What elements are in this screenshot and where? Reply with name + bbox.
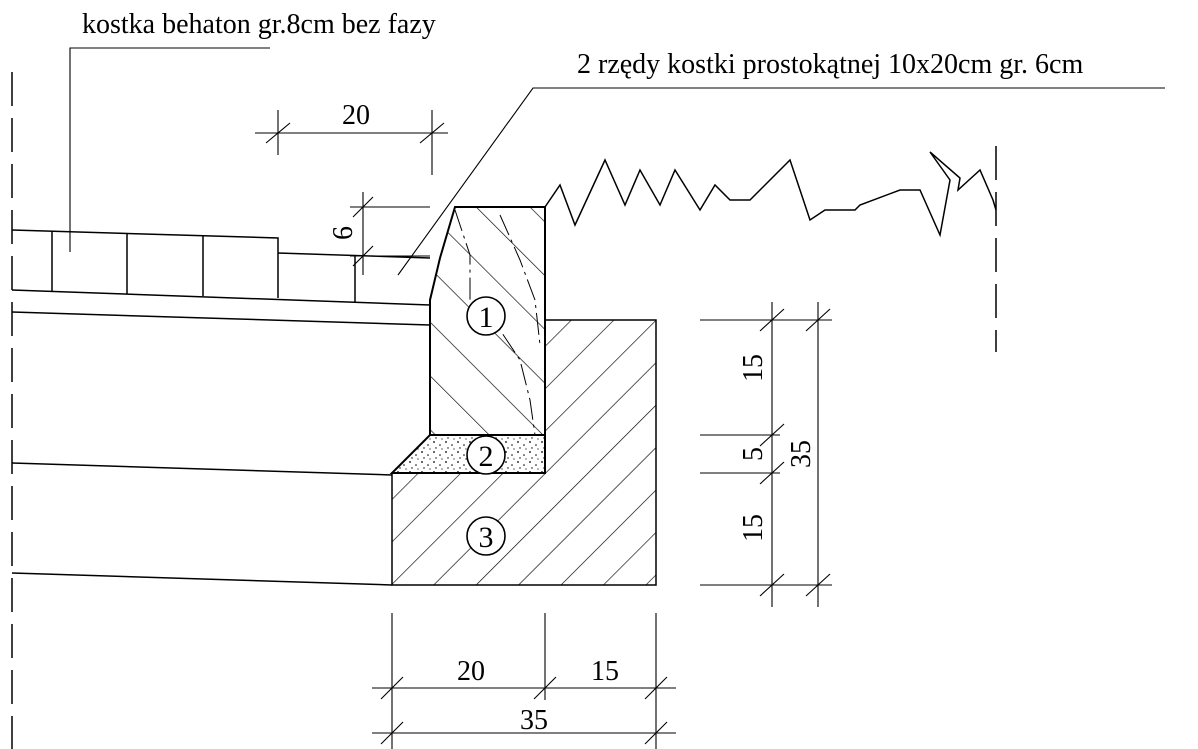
svg-text:2: 2	[479, 440, 494, 473]
svg-text:35: 35	[520, 705, 548, 736]
element-number-1: 1	[466, 296, 506, 336]
edging-leader-line	[397, 87, 1165, 276]
svg-text:1: 1	[479, 301, 494, 334]
paver-label: kostka behaton gr.8cm bez fazy	[82, 9, 436, 40]
svg-text:5: 5	[738, 447, 769, 461]
svg-text:6: 6	[328, 226, 359, 240]
svg-text:15: 15	[738, 354, 769, 382]
ground-break-line	[544, 151, 997, 238]
svg-text:15: 15	[738, 514, 769, 542]
svg-text:20: 20	[457, 656, 485, 687]
right-dimensions: 15 5 15 35	[700, 302, 832, 607]
bottom-dimensions: 20 15 35	[372, 613, 676, 749]
base-layer-lines	[11, 462, 393, 586]
paver-thickness-dimension: 6	[328, 192, 430, 275]
top-width-dimension: 20	[255, 100, 448, 175]
svg-text:20: 20	[342, 100, 370, 131]
edging-label: 2 rzędy kostki prostokątnej 10x20cm gr. …	[577, 49, 1083, 80]
paver-blocks	[11, 229, 431, 326]
paver-leader-line	[69, 47, 270, 252]
svg-text:3: 3	[479, 521, 494, 554]
svg-text:35: 35	[786, 440, 817, 468]
svg-text:15: 15	[591, 656, 619, 687]
element-number-2: 2	[466, 435, 506, 475]
element-number-3: 3	[466, 516, 506, 556]
